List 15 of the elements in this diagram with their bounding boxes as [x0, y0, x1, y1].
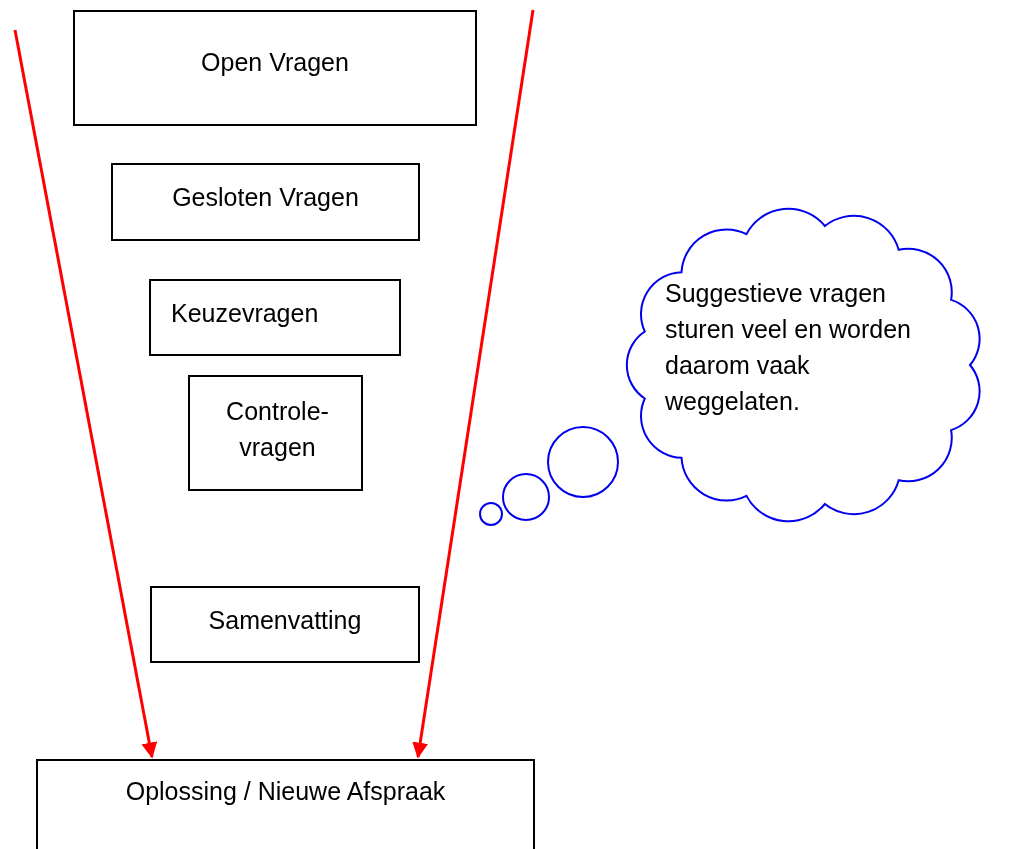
- box-label: Open Vragen: [200, 47, 350, 78]
- process-box: [111, 163, 420, 241]
- box-label: Oplossing / Nieuwe Afspraak: [124, 776, 447, 807]
- process-box: [150, 586, 420, 663]
- process-box: [36, 759, 535, 849]
- cloud-text: Suggestieve vragen sturen veel en worden daarom vaak weggelaten.: [665, 278, 912, 417]
- arrow: [412, 9, 535, 759]
- process-box: [149, 279, 401, 356]
- box-label: Keuzevragen: [171, 298, 320, 329]
- process-box: [188, 375, 363, 491]
- box-label: Controle- vragen: [225, 396, 330, 463]
- process-box: [73, 10, 477, 126]
- box-label: Samenvatting: [207, 605, 363, 636]
- box-label: Gesloten Vragen: [171, 182, 360, 213]
- arrow: [13, 29, 158, 759]
